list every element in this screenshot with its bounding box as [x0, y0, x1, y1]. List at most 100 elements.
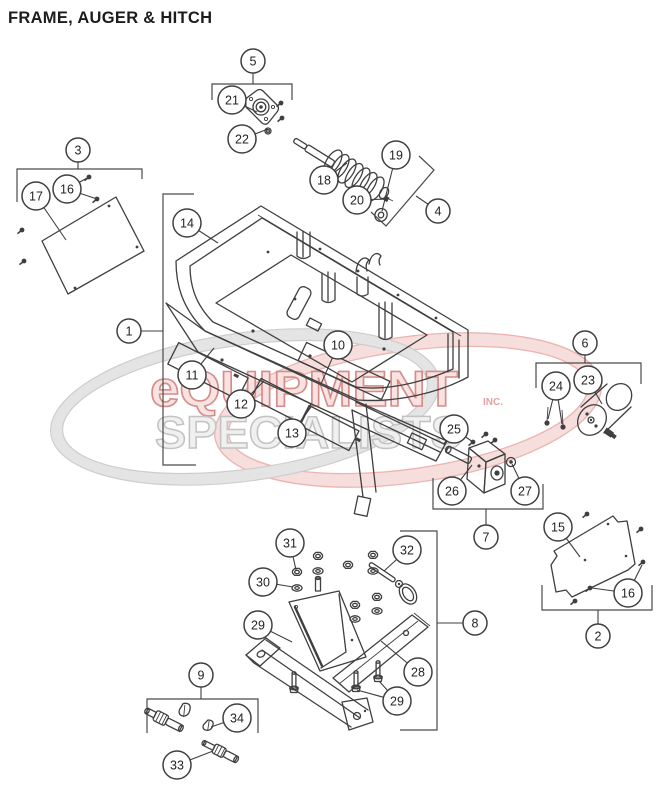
callout-number: 11: [186, 369, 199, 383]
callout-circle: [21, 181, 51, 211]
callout-circle: [572, 330, 598, 356]
callout-3: 3: [65, 137, 91, 163]
hitch-hardware: [291, 550, 383, 623]
callout-25: 25: [439, 414, 469, 444]
callout-10: 10: [323, 330, 353, 360]
page-title: FRAME, AUGER & HITCH: [8, 9, 212, 27]
callout-4: 4: [425, 198, 451, 224]
callout-number: 23: [581, 374, 595, 388]
callout-circle: [177, 360, 207, 390]
callout-number: 18: [317, 174, 331, 188]
callout-circle: [573, 365, 603, 395]
callout-number: 25: [447, 423, 461, 437]
callout-circle: [240, 48, 266, 74]
callout-circle: [275, 528, 305, 558]
gearbox-bolt: [480, 430, 490, 439]
callout-circle: [462, 610, 488, 636]
callout-number: 29: [390, 695, 404, 709]
callout-circle: [227, 124, 257, 154]
callout-circle: [277, 418, 307, 448]
callout-circle: [116, 318, 142, 344]
callout-16: 16: [52, 174, 82, 204]
callout-circle: [541, 371, 571, 401]
callout-number: 31: [283, 537, 297, 551]
callout-number: 13: [285, 427, 299, 441]
callout-number: 10: [331, 339, 345, 353]
callout-7: 7: [473, 524, 499, 550]
bearing-bolt: [276, 114, 286, 123]
panel-bolt: [569, 597, 579, 606]
nozzle-parts: [144, 702, 240, 764]
callout-number: 27: [518, 485, 532, 499]
gearbox-bolt: [467, 438, 477, 447]
slot-13: [298, 404, 360, 452]
callout-circle: [382, 686, 412, 716]
callout-20: 20: [342, 185, 372, 215]
panel-bolt: [16, 226, 26, 235]
watermark-line2: SPECIALISTS: [155, 407, 462, 458]
gusset-plate: [288, 590, 367, 672]
callout-18: 18: [309, 165, 339, 195]
callout-circle: [585, 623, 611, 649]
callout-14: 14: [172, 208, 202, 238]
callout-29: 29: [382, 686, 412, 716]
right-panel-assembly: [550, 510, 647, 606]
gearbox-assembly: [444, 430, 517, 494]
callout-circle: [217, 85, 247, 115]
callout-number: 21: [225, 94, 239, 108]
callout-21: 21: [217, 85, 247, 115]
callout-11: 11: [177, 360, 207, 390]
motor-face: [576, 404, 608, 436]
callout-circle: [188, 662, 214, 688]
auger-assembly: [293, 137, 394, 223]
left-panel: [41, 196, 145, 295]
callout-circle: [543, 512, 573, 542]
callout-brackets: [16, 83, 653, 733]
callout-number: 30: [256, 576, 270, 590]
callout-number: 19: [389, 149, 403, 163]
callout-circle: [323, 330, 353, 360]
callout-circle: [243, 610, 273, 640]
spinner-motor-assembly: [544, 382, 633, 440]
panel-bolt: [635, 525, 645, 534]
callout-31: 31: [275, 528, 305, 558]
callout-13: 13: [277, 418, 307, 448]
callout-22: 22: [227, 124, 257, 154]
callout-27: 27: [510, 476, 540, 506]
washer-27: [505, 456, 517, 468]
callout-circle: [248, 567, 278, 597]
callout-number: 6: [582, 337, 589, 351]
callout-number: 8: [472, 617, 479, 631]
watermark-inc: INC.: [483, 397, 503, 408]
callout-2: 2: [585, 623, 611, 649]
callout-number: 16: [60, 183, 74, 197]
panel-bolt: [581, 510, 591, 519]
callout-number: 34: [230, 712, 244, 726]
callout-29: 29: [243, 610, 273, 640]
clip-34: [202, 719, 214, 732]
callout-number: 14: [180, 217, 194, 231]
callout-circle: [510, 476, 540, 506]
callout-number: 22: [235, 133, 249, 147]
callout-circle: [437, 476, 467, 506]
panel-bolt: [18, 257, 28, 266]
bearing-nut: [264, 127, 272, 135]
callout-number: 3: [75, 144, 82, 158]
callout-number: 7: [483, 531, 490, 545]
bearing-bolt: [275, 99, 285, 108]
callout-number: 33: [170, 759, 184, 773]
left-panel-assembly: [16, 173, 145, 295]
callout-circle: [172, 208, 202, 238]
callout-16: 16: [613, 578, 643, 608]
receiver-tube: [332, 614, 429, 693]
callout-26: 26: [437, 476, 467, 506]
hitch-pin: [368, 562, 418, 605]
callout-number: 20: [350, 194, 364, 208]
callout-5: 5: [240, 48, 266, 74]
bearing-assembly: [244, 88, 286, 135]
slot-10: [297, 341, 391, 401]
callout-30: 30: [248, 567, 278, 597]
